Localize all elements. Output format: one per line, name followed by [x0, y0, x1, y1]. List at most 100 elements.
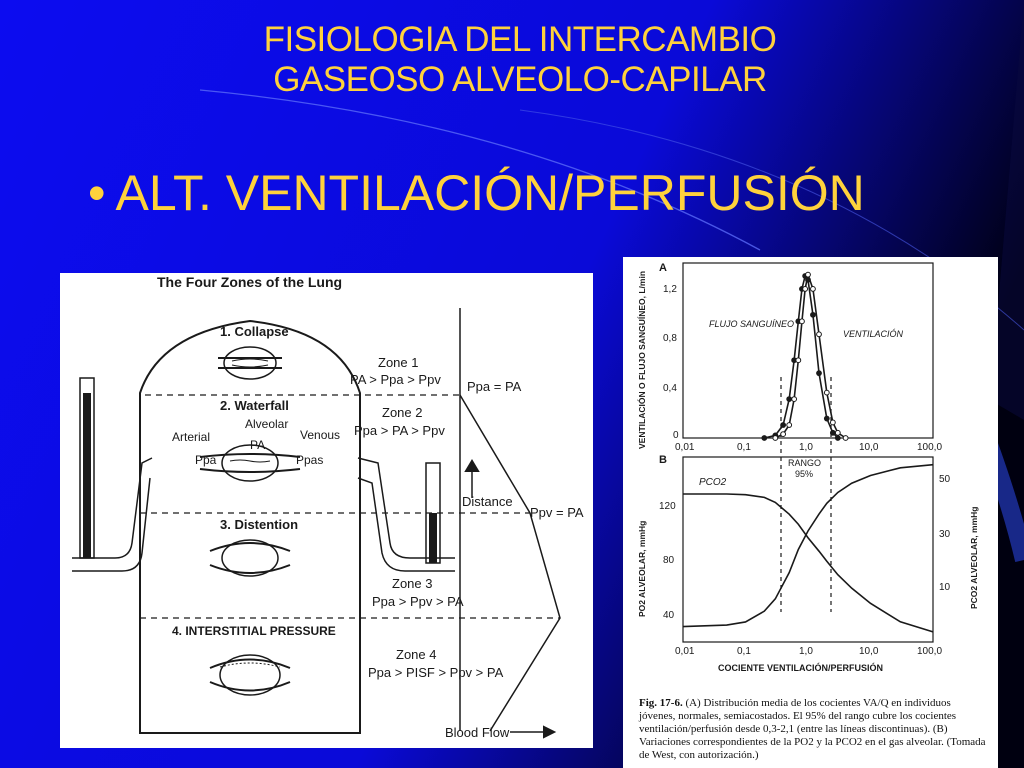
- ventilacion-point: [805, 271, 811, 278]
- a-xtick-3: 10,0: [859, 442, 879, 453]
- four-zones-svg: The Four Zones of the Lung 1. Collapse 2…: [72, 274, 584, 740]
- b-ytick-right-0: 10: [939, 582, 951, 593]
- flujo-sanguineo-line: [764, 274, 839, 439]
- flujo-point: [786, 396, 793, 403]
- label-arterial: Arterial: [172, 430, 210, 444]
- b-ytick-left-0: 40: [663, 610, 675, 621]
- flujo-point: [810, 311, 816, 318]
- b-ylabel-right: PCO2 ALVEOLAR, mmHg: [969, 507, 979, 609]
- venous-tube: [357, 457, 455, 559]
- slide-title: FISIOLOGIA DEL INTERCAMBIO GASEOSO ALVEO…: [130, 20, 910, 100]
- panel-a-letter: A: [659, 262, 667, 274]
- b-xtick-0: 0,01: [675, 646, 695, 657]
- ventilacion-point: [799, 318, 805, 325]
- b-xtick-4: 100,0: [917, 646, 942, 657]
- b-xtick-1: 0,1: [737, 646, 751, 657]
- b-ytick-left-2: 120: [659, 501, 676, 512]
- flujo-point: [823, 415, 830, 422]
- ventilacion-point: [810, 286, 816, 292]
- bullet-text: ALT. VENTILACIÓN/PERFUSIÓN: [115, 165, 865, 221]
- diagram-title: The Four Zones of the Lung: [157, 274, 342, 290]
- a-xtick-2: 1,0: [799, 442, 813, 453]
- four-zones-diagram: The Four Zones of the Lung 1. Collapse 2…: [60, 273, 593, 748]
- zone-2-label: Zone 2: [382, 405, 422, 420]
- ventilacion-point: [786, 422, 793, 428]
- flujo-point: [761, 435, 768, 441]
- bullet-item: •ALT. VENTILACIÓN/PERFUSIÓN: [88, 164, 865, 222]
- flujo-point: [829, 429, 836, 436]
- zone-4-label: Zone 4: [396, 647, 436, 662]
- ventilacion-line: [774, 271, 847, 439]
- ventilacion-point: [802, 286, 809, 292]
- zone-heading-1: 1. Collapse: [220, 324, 289, 339]
- zone-2-relation: Ppa > PA > Ppv: [354, 423, 445, 438]
- label-venous: Venous: [300, 428, 340, 442]
- caption-figure-label: Fig. 17-6.: [639, 697, 683, 709]
- ventilacion-point: [772, 435, 779, 441]
- ventilacion-point: [829, 419, 836, 426]
- label-blood-flow: Blood Flow: [445, 725, 510, 740]
- arterial-tube: [72, 457, 153, 559]
- ventilacion-point: [823, 389, 830, 396]
- blood-flow-profile: [459, 394, 561, 732]
- panel-a-frame: [682, 262, 934, 439]
- a-ytick-1: 0,4: [663, 383, 677, 394]
- b-xtick-3: 10,0: [859, 646, 879, 657]
- vessel-zone-1: [218, 346, 282, 380]
- a-xtick-0: 0,01: [675, 442, 695, 453]
- flujo-point: [816, 370, 822, 377]
- legend-pco2: PCO2: [699, 477, 727, 488]
- label-ppas: Ppas: [296, 453, 323, 467]
- title-line-1: FISIOLOGIA DEL INTERCAMBIO: [263, 20, 777, 59]
- ventilacion-point: [791, 396, 798, 403]
- rango-label: RANGO: [788, 458, 821, 468]
- label-alveolar: Alveolar: [245, 417, 288, 431]
- vq-figure: A B 1,2 0,8 0,4 0 0,01 0,1 1,0 10,0 100,…: [623, 257, 998, 768]
- a-xtick-1: 0,1: [737, 442, 751, 453]
- legend-ventilacion: VENTILACIÓN: [843, 329, 904, 339]
- zone-1-relation: PA > Ppa > Ppv: [350, 372, 441, 387]
- a-ytick-3: 1,2: [663, 284, 677, 295]
- lung-outline: [139, 319, 361, 734]
- zone-heading-3: 3. Distention: [220, 517, 298, 532]
- zone-heading-4: 4. INTERSTITIAL PRESSURE: [172, 624, 336, 638]
- a-ytick-2: 0,8: [663, 333, 677, 344]
- legend-flujo: FLUJO SANGUÍNEO: [709, 319, 794, 329]
- a-ylabel: VENTILACIÓN O FLUJO SANGUÍNEO, L/min: [636, 271, 647, 449]
- flujo-point: [834, 435, 841, 441]
- panel-b-frame: [682, 456, 934, 643]
- figure-caption: Fig. 17-6. (A) Distribución media de los…: [639, 697, 989, 762]
- zone-1-label: Zone 1: [378, 355, 418, 370]
- po2-line: [682, 463, 934, 628]
- flujo-point: [780, 422, 787, 428]
- b-ytick-left-1: 80: [663, 555, 675, 566]
- label-distance: Distance: [462, 494, 513, 509]
- b-ylabel-left: PO2 ALVEOLAR, mmHg: [637, 521, 647, 617]
- zone-heading-2: 2. Waterfall: [220, 398, 289, 413]
- zone-3-label: Zone 3: [392, 576, 432, 591]
- label-ppa: Ppa: [195, 453, 217, 467]
- a-ytick-0: 0: [673, 430, 679, 441]
- ventilacion-point: [780, 431, 787, 438]
- b-xlabel: COCIENTE VENTILACIÓN/PERFUSIÓN: [718, 662, 883, 673]
- a-xtick-4: 100,0: [917, 442, 942, 453]
- ventilacion-point: [816, 331, 822, 338]
- b-ytick-right-2: 50: [939, 474, 951, 485]
- zone-3-relation: Ppa > Ppv > PA: [372, 594, 464, 609]
- ventilacion-point: [834, 429, 841, 436]
- vessel-zone-3: [209, 539, 291, 577]
- bullet-marker: •: [88, 165, 106, 221]
- rango-value: 95%: [795, 469, 813, 479]
- ventilacion-point: [795, 357, 802, 364]
- vq-chart-svg: A B 1,2 0,8 0,4 0 0,01 0,1 1,0 10,0 100,…: [636, 262, 979, 673]
- distance-arrow-icon: [464, 459, 480, 472]
- zone-4-relation: Ppa > PISF > Ppv > PA: [368, 665, 504, 680]
- ventilacion-point: [842, 435, 849, 441]
- pco2-line: [683, 493, 934, 633]
- title-line-2: GASEOSO ALVEOLO-CAPILAR: [273, 60, 767, 99]
- label-ppv-eq-pa: Ppv = PA: [530, 505, 584, 520]
- panel-b-letter: B: [659, 454, 667, 466]
- b-xtick-2: 1,0: [799, 646, 813, 657]
- caption-text: (A) Distribución media de los cocientes …: [639, 697, 986, 761]
- vessel-zone-2: [199, 444, 301, 482]
